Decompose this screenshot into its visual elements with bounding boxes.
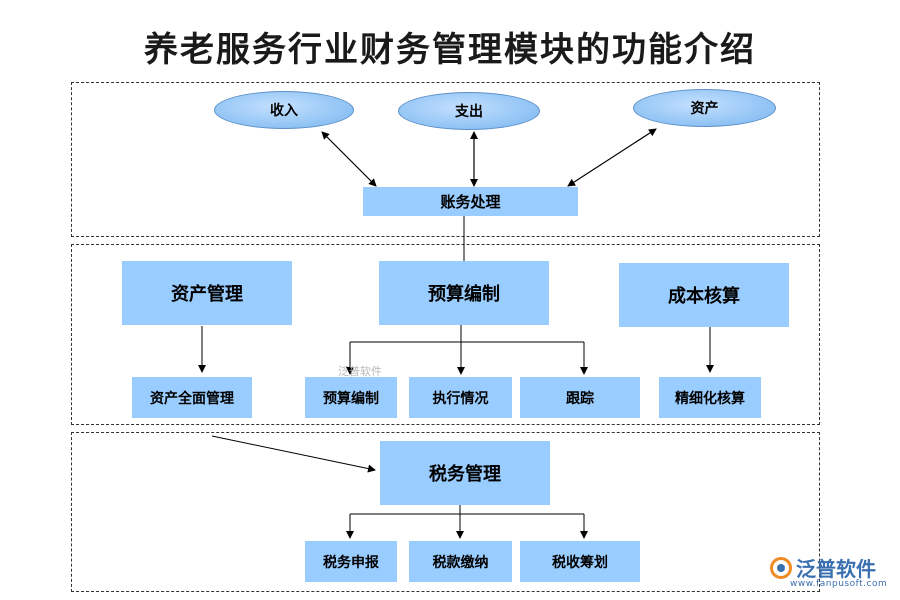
budget-sub-box: 预算编制 (305, 377, 397, 418)
logo-text: 泛普软件 (796, 557, 876, 581)
tax-declare-label: 税务申报 (323, 554, 379, 571)
tracking-box: 跟踪 (520, 377, 640, 418)
tax-pay-label: 税款缴纳 (432, 554, 489, 571)
budget-sub-label: 预算编制 (323, 390, 379, 407)
tax-declare-box: 税务申报 (305, 541, 397, 582)
asset-management-box: 资产管理 (122, 261, 292, 325)
page-title: 养老服务行业财务管理模块的功能介绍 (144, 30, 756, 70)
asset-management-label: 资产管理 (171, 284, 243, 305)
assets-node: 资产 (633, 89, 776, 127)
asset-full-mgmt-box: 资产全面管理 (132, 377, 252, 418)
accounting-label: 账务处理 (440, 193, 501, 211)
tax-plan-label: 税收筹划 (552, 554, 608, 571)
tax-management-label: 税务管理 (429, 464, 501, 485)
logo-url: www.fanpusoft.com (790, 579, 888, 589)
assets-label: 资产 (690, 101, 719, 117)
cost-accounting-label: 成本核算 (668, 286, 740, 307)
asset-full-mgmt-label: 资产全面管理 (150, 390, 234, 407)
tax-pay-box: 税款缴纳 (409, 541, 512, 582)
fine-cost-label: 精细化核算 (675, 390, 745, 407)
section-accounting (71, 82, 820, 237)
brand-logo: 泛普软件 (770, 553, 876, 582)
tax-management-box: 税务管理 (380, 441, 550, 505)
budget-box: 预算编制 (379, 261, 549, 325)
section-tax (71, 432, 820, 592)
tax-plan-box: 税收筹划 (520, 541, 640, 582)
logo-icon (770, 556, 792, 579)
arrow-income-accounting (321, 131, 377, 187)
execution-label: 执行情况 (432, 390, 489, 407)
tracking-label: 跟踪 (566, 390, 594, 407)
fine-cost-box: 精细化核算 (659, 377, 761, 418)
cost-accounting-box: 成本核算 (619, 263, 789, 327)
income-node: 收入 (214, 91, 354, 129)
accounting-box: 账务处理 (363, 187, 578, 216)
section-management (71, 244, 820, 425)
arrow-assets-accounting (567, 128, 657, 187)
expense-node: 支出 (398, 92, 540, 130)
arrow-to-tax (211, 435, 376, 473)
budget-label: 预算编制 (428, 284, 500, 305)
expense-label: 支出 (455, 104, 483, 120)
watermark-small: 泛普软件 (338, 365, 382, 378)
execution-box: 执行情况 (409, 377, 512, 418)
income-label: 收入 (270, 103, 298, 119)
